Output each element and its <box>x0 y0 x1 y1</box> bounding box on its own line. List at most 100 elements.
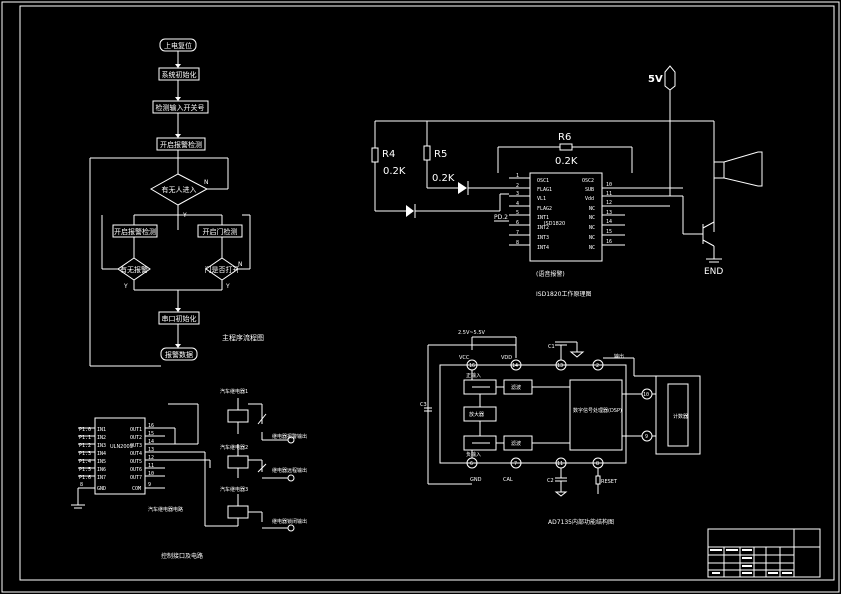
adc-pin-7 <box>510 457 522 469</box>
adc-counter-inner <box>667 383 689 447</box>
uln-right-pins: 16 15 14 13 12 11 10 OUT1 OUT2 OUT3 OUT4… <box>130 423 165 481</box>
r5-value: 0.2K <box>432 173 455 184</box>
adc-c2: C2 <box>547 478 554 484</box>
adc-pin-14-label: 14 <box>512 363 518 369</box>
isd-sig-r2: SUB <box>585 187 594 193</box>
adc-gnd: GND <box>470 477 482 483</box>
uln-gnd-pin: 8 <box>80 482 83 488</box>
adc-pin-13-label: 13 <box>557 363 563 369</box>
flow-init-text: 系统初始化 <box>162 70 197 79</box>
isd-sig-l6: INT2 <box>537 225 549 231</box>
adc-pin-16-label: 16 <box>469 363 475 369</box>
vcc-label: 5V <box>648 74 663 85</box>
relay2-label: 汽车继电器2 <box>220 444 248 451</box>
gnd-label: END <box>704 267 723 277</box>
adc-pin-2-label: 2 <box>596 363 599 369</box>
adc-c3: C3 <box>420 402 427 408</box>
vcc-terminal <box>664 65 676 91</box>
isd-pin-l6: 6 <box>516 220 519 226</box>
isd-left-pins: 1 2 3 4 5 6 7 8 OSC1 FLAG1 VL1 FLAG2 INT… <box>509 173 552 251</box>
flow-alarm-text: 开启报警检测 <box>114 227 156 236</box>
isd-pin-r3: 12 <box>606 200 612 206</box>
adc-reset: RESET <box>601 479 618 485</box>
flow-y-right: Y <box>225 283 230 290</box>
isd-pin-r2: 11 <box>606 191 612 197</box>
isd-pin-r4: 13 <box>606 210 612 216</box>
uln-left-pins: P1.0 P1.1 P1.2 P1.3 P1.4 P1.5 P1.6 IN1 I… <box>78 427 106 481</box>
relay1-coil <box>227 409 249 423</box>
flow-decision-right-text: 门是否打开 <box>205 265 240 274</box>
isd-pin-l7: 7 <box>516 230 519 236</box>
flow-open-text: 开启报警检测 <box>160 140 202 149</box>
isd-pin-l1: 1 <box>516 173 519 179</box>
adc-amp-label: 放大器 <box>469 411 484 418</box>
adc-pin-9-label: 9 <box>645 434 648 440</box>
relay-caption: 控制接口及电路 <box>161 552 203 560</box>
led2-icon <box>458 182 467 194</box>
isd-sig-r3: Vdd <box>585 196 594 202</box>
isd-pin-l2: 2 <box>516 183 519 189</box>
adc-dsp-core <box>569 379 623 451</box>
flow-no-label: N <box>204 179 209 186</box>
isd-sig-l4: FLAG2 <box>537 206 552 212</box>
inner-frame <box>19 5 835 581</box>
uln-pin-l3: P1.2 <box>79 443 91 449</box>
r6-label: R6 <box>558 132 571 143</box>
adc-supply: 2.5V~5.5V <box>458 330 486 336</box>
isd-sig-r4: NC <box>589 206 595 212</box>
adc-pin-11-label: 11 <box>557 461 563 467</box>
uln-pin-l2: P1.1 <box>79 435 91 441</box>
uln-sig-r4: OUT4 <box>130 451 142 457</box>
title-block <box>707 528 821 578</box>
flow-door-text: 开启门检测 <box>203 227 238 236</box>
uln-gnd-sig: GND <box>97 486 106 492</box>
isd1820-circuit: 5V END R4 0.2K R5 <box>371 65 763 298</box>
relay1-label: 汽车继电器1 <box>220 388 248 395</box>
isd-sig-l8: INT4 <box>537 245 549 251</box>
flow-end-text: 报警数据 <box>165 350 193 359</box>
adc-caption: AD7135内部功能结构图 <box>548 518 614 526</box>
adc-pin-10-label: 10 <box>643 392 649 398</box>
isd-sig-l7: INT3 <box>537 235 549 241</box>
uln-sig-l7: IN7 <box>97 475 106 481</box>
adc-dsp-label: 数字信号处理器(DSP) <box>573 407 622 414</box>
uln-sig-r7: OUT7 <box>130 475 142 481</box>
flow-init-box <box>158 67 200 81</box>
title-cell-1 <box>710 549 722 551</box>
uln-pin-l5: P1.4 <box>79 459 91 465</box>
isd-sig-l5: INT1 <box>537 215 549 221</box>
isd-sig-r7: NC <box>589 235 595 241</box>
adc-vcc: VCC <box>459 355 470 361</box>
isd1820-chip <box>529 172 603 262</box>
speaker-icon <box>723 151 763 187</box>
relay1-out-label: 继电器报警输出 <box>272 433 307 440</box>
isd-pin-l5: 5 <box>516 210 519 216</box>
adc-comp-top-label: 正输入 <box>466 372 481 379</box>
uln-pin-l1: P1.0 <box>79 427 91 433</box>
flow-door-box <box>197 224 243 238</box>
adc-filter-bottom-label: 滤波 <box>511 440 521 447</box>
uln-sig-r1: OUT1 <box>130 427 142 433</box>
relay-sub-caption: 汽车继电器电路 <box>148 506 183 513</box>
relay3-out-label: 继电器锁闭输出 <box>272 518 307 525</box>
title-block-frame <box>707 528 821 578</box>
flow-detect-text: 检测输入开关号 <box>156 103 205 112</box>
uln-pin-r3: 14 <box>148 439 154 445</box>
flow-decision-enter-text: 有无人进入 <box>162 185 197 194</box>
adc-counter-outer <box>655 375 701 455</box>
flow-open-box <box>156 137 206 151</box>
pd2-label: PD.2 <box>494 214 508 221</box>
adc-outer-block <box>439 364 627 464</box>
flow-no-right: N <box>238 261 243 268</box>
flow-serial-text: 串口初始化 <box>162 314 197 323</box>
adc-pin-6-label: 6 <box>470 461 473 467</box>
uln-sig-r6: OUT6 <box>130 467 142 473</box>
r4-value: 0.2K <box>383 166 406 177</box>
r4-resistor <box>371 147 379 163</box>
relay2-out-label: 继电器远程输出 <box>272 467 307 474</box>
uln-pin-l7: P1.6 <box>79 475 91 481</box>
main-flowchart: 上电复位 系统初始化 检测输入开关号 开启报警检测 N 有无人进入 Y 开启报警… <box>89 38 264 367</box>
uln-pin-r6: 11 <box>148 463 154 469</box>
adc-filter-top-label: 滤波 <box>511 384 521 391</box>
uln2003-chip <box>94 417 146 495</box>
